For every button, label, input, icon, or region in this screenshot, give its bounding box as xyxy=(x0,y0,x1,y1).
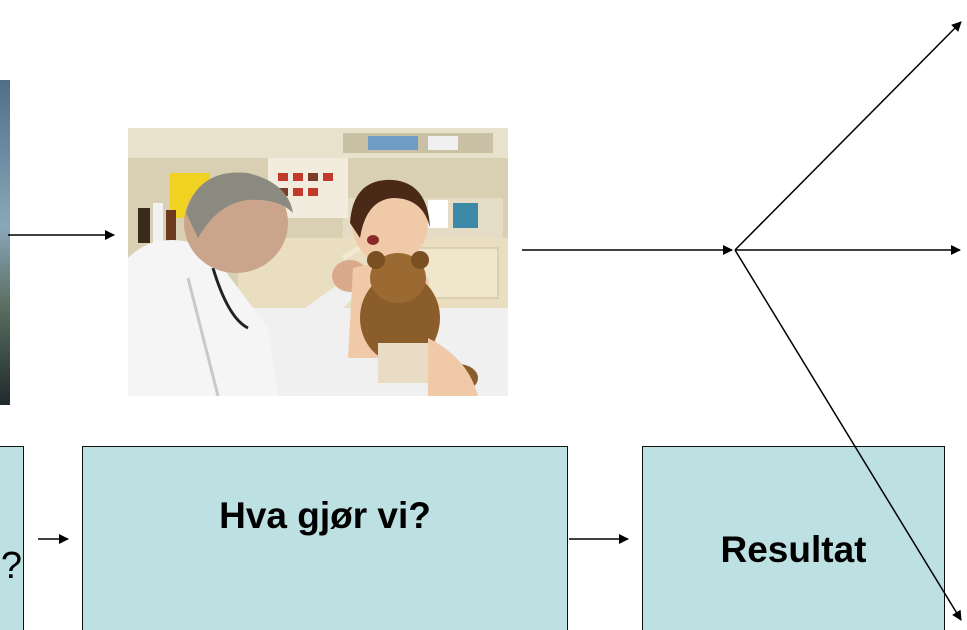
doctor-child-photo xyxy=(128,128,508,396)
left-box-partial-text: ? xyxy=(0,545,22,587)
left-partial-box: ? xyxy=(0,446,24,630)
left-photo-fragment xyxy=(0,80,10,405)
resultat-box: Resultat xyxy=(642,446,945,630)
arrow-branch-up xyxy=(734,21,962,251)
center-box-label: Hva gjør vi? xyxy=(219,495,431,536)
hva-gjor-vi-box: Hva gjør vi? xyxy=(82,446,568,630)
right-box-label: Resultat xyxy=(720,529,867,570)
arrow-branch-down xyxy=(734,249,962,621)
